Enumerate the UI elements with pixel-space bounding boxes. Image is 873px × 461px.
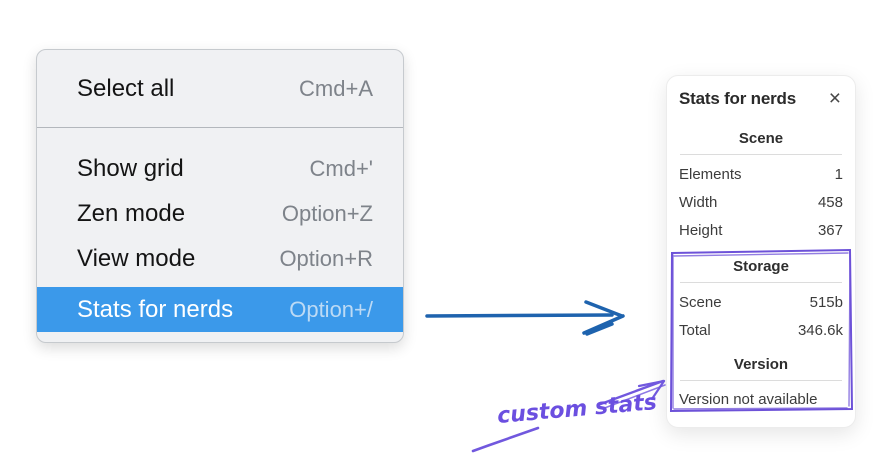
stat-value: 458 <box>817 194 843 211</box>
menu-item-label: View mode <box>77 244 196 272</box>
section-title: Storage <box>733 258 789 275</box>
menu-item-label: Zen mode <box>77 199 186 227</box>
section-scene: Scene Elements 1 Width 458 Height 367 <box>679 130 843 245</box>
menu-item-label: Select all <box>77 74 175 102</box>
annotation-custom-stats: custom stats <box>496 390 658 429</box>
stat-label: Total <box>679 322 711 339</box>
section-storage: Storage Scene 515b Total 346.6k <box>679 258 843 345</box>
close-icon: × <box>828 87 841 110</box>
section-title: Version <box>733 356 789 373</box>
menu-item-shortcut: Option+R <box>279 245 373 271</box>
stat-value: 367 <box>817 222 843 239</box>
section-divider <box>680 282 842 283</box>
close-button[interactable]: × <box>827 88 843 109</box>
menu-item-label: Show grid <box>77 154 184 182</box>
stat-value: 1 <box>834 166 843 183</box>
stat-label: Width <box>679 194 718 211</box>
stats-panel: Stats for nerds × Scene Elements 1 Width… <box>666 75 856 428</box>
stat-row-elements: Elements 1 <box>679 161 843 189</box>
stat-label: Scene <box>679 294 722 311</box>
stat-label: Height <box>679 222 723 239</box>
section-title: Scene <box>738 130 784 147</box>
annotation-arrow-icon <box>471 379 666 453</box>
menu-item-view-mode[interactable]: View mode Option+R <box>37 236 403 281</box>
menu-item-stats-for-nerds[interactable]: Stats for nerds Option+/ <box>37 287 403 332</box>
section-version: Version Version not available <box>679 356 843 413</box>
stats-panel-header: Stats for nerds × <box>679 88 843 109</box>
menu-item-shortcut: Cmd+' <box>309 155 374 181</box>
context-menu: Select all Cmd+A Show grid Cmd+' Zen mod… <box>36 49 404 343</box>
menu-item-shortcut: Cmd+A <box>299 75 373 101</box>
menu-item-select-all[interactable]: Select all Cmd+A <box>37 50 403 127</box>
version-note: Version not available <box>679 391 818 408</box>
menu-group: Show grid Cmd+' Zen mode Option+Z View m… <box>37 146 403 332</box>
menu-item-show-grid[interactable]: Show grid Cmd+' <box>37 146 403 191</box>
stat-value: 515b <box>809 294 843 311</box>
stat-label: Elements <box>679 166 742 183</box>
section-divider <box>680 380 842 381</box>
stat-row-width: Width 458 <box>679 189 843 217</box>
stat-row-scene-storage: Scene 515b <box>679 289 843 317</box>
stat-row-total-storage: Total 346.6k <box>679 317 843 345</box>
pointer-arrow-icon <box>425 300 625 336</box>
menu-divider <box>37 127 403 128</box>
menu-item-shortcut: Option+Z <box>281 200 373 226</box>
menu-item-zen-mode[interactable]: Zen mode Option+Z <box>37 191 403 236</box>
stat-value: 346.6k <box>797 322 843 339</box>
menu-item-shortcut: Option+/ <box>289 296 373 322</box>
menu-item-label: Stats for nerds <box>77 295 234 323</box>
panel-title: Stats for nerds <box>679 88 796 108</box>
section-divider <box>680 154 842 155</box>
stat-row-height: Height 367 <box>679 217 843 245</box>
